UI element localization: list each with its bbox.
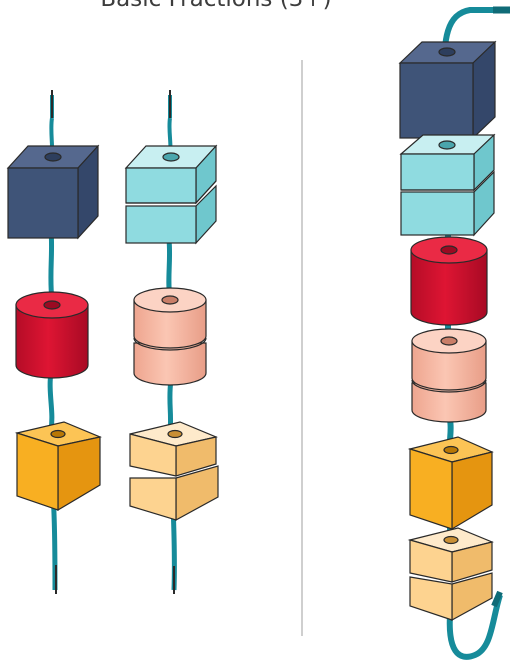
cyan-halves-bead: [399, 133, 496, 237]
light-orange-halves-bead: [407, 527, 494, 622]
lace-tip: [51, 90, 57, 594]
peach-halves-bead: [411, 328, 487, 423]
lace-end: [491, 590, 503, 608]
peach-halves-bead: [133, 287, 207, 386]
light-orange-halves-bead: [129, 421, 219, 522]
lace: [47, 229, 58, 591]
navy-cube-bead: [6, 144, 100, 240]
string-combined: [398, 6, 510, 660]
navy-cube-bead: [398, 40, 497, 140]
page-title: Basic Fractions (3+): [0, 0, 432, 12]
lace-tip: [169, 90, 175, 594]
string-wholes: [6, 90, 103, 594]
cyan-halves-bead: [124, 144, 218, 245]
string-halves: [124, 90, 219, 594]
red-cylinder-bead: [410, 236, 488, 326]
orange-triangle-bead: [14, 421, 103, 512]
orange-triangle-bead: [407, 436, 494, 531]
red-cylinder-bead: [15, 291, 89, 379]
